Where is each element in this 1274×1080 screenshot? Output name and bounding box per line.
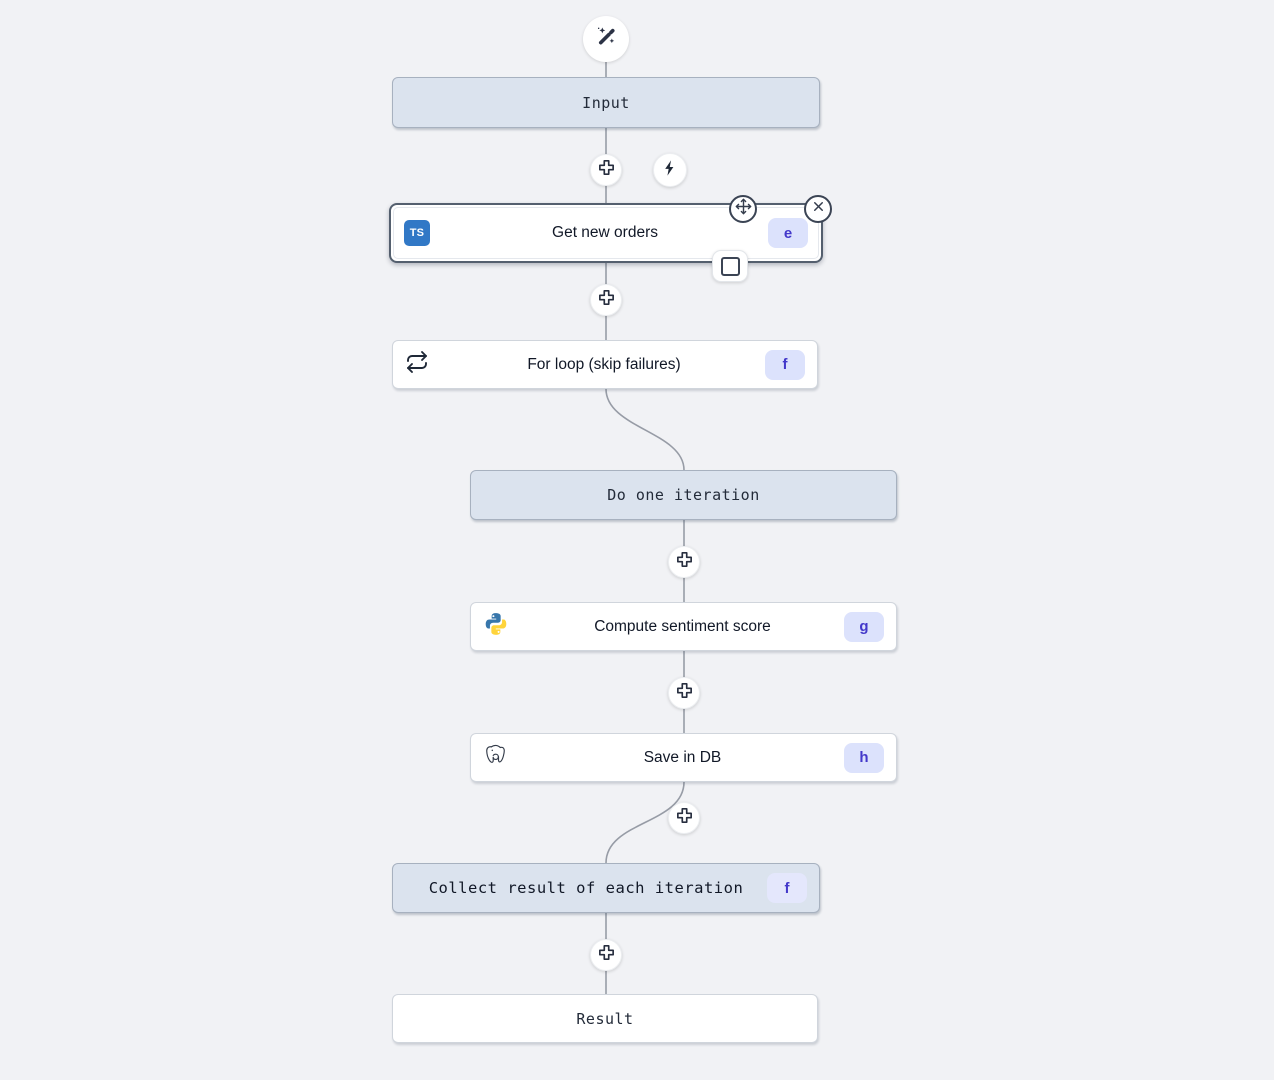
node-body: For loop (skip failures) f <box>393 341 817 388</box>
step-id-badge: e <box>768 218 808 248</box>
plus-icon <box>597 943 616 967</box>
move-step-handle[interactable] <box>729 195 757 223</box>
node-input[interactable]: Input <box>392 77 820 128</box>
node-body: Collect result of each iteration f <box>393 864 819 912</box>
node-save-in-db[interactable]: Save in DB h <box>470 733 897 782</box>
plus-icon <box>675 806 694 830</box>
step-id-badge: h <box>844 742 884 773</box>
node-collect-result[interactable]: Collect result of each iteration f <box>392 863 820 913</box>
node-compute-sentiment-score[interactable]: Compute sentiment score g <box>470 602 897 651</box>
icon-slot <box>483 611 521 642</box>
node-do-one-iteration[interactable]: Do one iteration <box>470 470 897 520</box>
add-step-button[interactable] <box>668 802 700 834</box>
move-arrows-icon <box>735 198 752 220</box>
step-id-badge: f <box>765 349 805 380</box>
typescript-icon: TS <box>404 220 430 246</box>
plus-icon <box>597 288 616 312</box>
add-step-button[interactable] <box>590 154 622 186</box>
plus-icon <box>597 158 616 182</box>
icon-slot <box>483 743 521 773</box>
trigger-button[interactable] <box>653 153 687 187</box>
python-icon <box>483 611 509 642</box>
node-label: Collect result of each iteration <box>428 879 744 897</box>
icon-slot <box>405 350 443 379</box>
postgresql-icon <box>483 743 508 773</box>
add-step-button[interactable] <box>668 546 700 578</box>
add-step-button[interactable] <box>668 677 700 709</box>
node-for-loop[interactable]: For loop (skip failures) f <box>392 340 818 389</box>
ai-flow-button[interactable] <box>583 16 629 62</box>
plus-icon <box>675 550 694 574</box>
square-icon <box>720 256 740 276</box>
step-id-badge: f <box>767 873 807 903</box>
icon-slot: TS <box>404 220 442 246</box>
repeat-loop-icon <box>405 350 429 379</box>
plus-icon <box>675 681 694 705</box>
node-body: TS Get new orders e <box>393 207 819 259</box>
node-label: Compute sentiment score <box>594 617 771 635</box>
wand-sparkles-icon <box>593 24 619 55</box>
delete-step-button[interactable] <box>804 195 832 223</box>
node-result[interactable]: Result <box>392 994 818 1043</box>
stop-after-step-toggle[interactable] <box>712 250 748 282</box>
node-label: Result <box>576 1009 634 1028</box>
close-x-icon <box>811 199 826 219</box>
lightning-bolt-icon <box>661 159 679 182</box>
node-label: Get new orders <box>552 224 658 241</box>
node-label: For loop (skip failures) <box>527 355 681 373</box>
node-label: Input <box>582 93 630 112</box>
add-step-button[interactable] <box>590 284 622 316</box>
node-label: Save in DB <box>643 748 722 766</box>
node-body: Compute sentiment score g <box>471 603 896 650</box>
add-step-button[interactable] <box>590 939 622 971</box>
node-get-new-orders[interactable]: TS Get new orders e <box>389 195 832 282</box>
step-id-badge: g <box>844 611 884 642</box>
node-body: Save in DB h <box>471 734 896 781</box>
node-label: Do one iteration <box>607 486 760 504</box>
